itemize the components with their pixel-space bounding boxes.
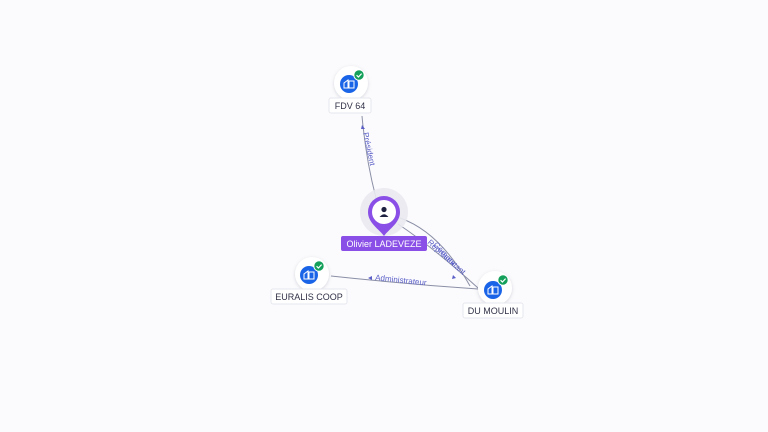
building-icon [340, 75, 358, 93]
arrow-icon [368, 276, 372, 280]
company-label-fdv64: FDV 64 [335, 101, 366, 111]
arrow-icon [452, 275, 456, 279]
edge-president: Président [361, 115, 377, 199]
company-node-euralis[interactable]: EURALIS COOP [270, 257, 348, 305]
edge-label-representant: Représentant [426, 238, 468, 277]
company-node-fdv64[interactable]: FDV 64 [328, 66, 372, 114]
person-name: Olivier LADEVEZE [346, 239, 421, 249]
edge-label-president: Président [361, 132, 377, 168]
arrow-icon [361, 125, 365, 129]
building-icon [484, 281, 502, 299]
check-badge-icon [497, 274, 509, 286]
edge-label-administrateur: Administrateur [375, 273, 428, 287]
check-badge-icon [313, 260, 325, 272]
building-icon [300, 266, 318, 284]
person-label-badge [341, 236, 427, 251]
company-node-dumoulin[interactable]: DU MOULIN [462, 271, 524, 319]
edge-administrateur: Administrateur [330, 273, 479, 290]
check-badge-icon [353, 69, 365, 81]
company-label-dumoulin: DU MOULIN [468, 306, 519, 316]
person-node[interactable]: Olivier LADEVEZE [341, 188, 427, 251]
person-icon [379, 206, 389, 217]
company-label-euralis: EURALIS COOP [275, 292, 343, 302]
